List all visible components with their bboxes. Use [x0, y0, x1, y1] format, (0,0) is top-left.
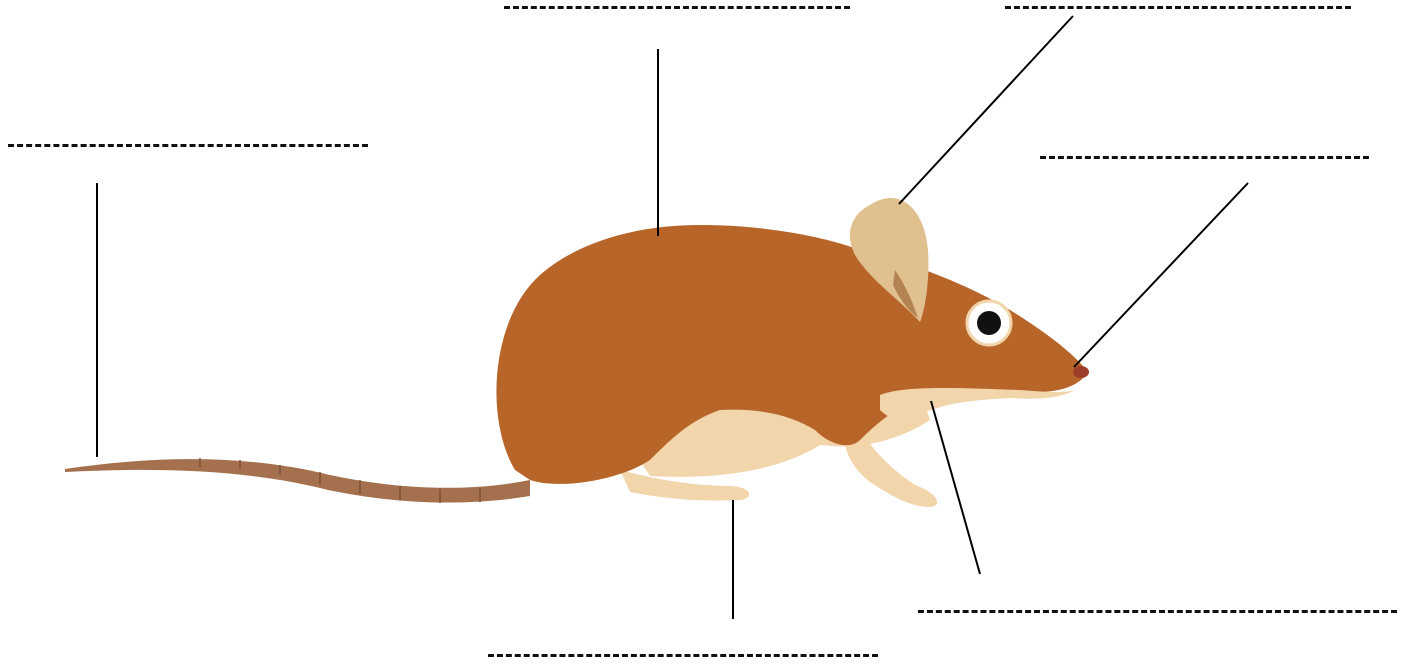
mouse-tail	[65, 459, 530, 502]
blank-upper-right[interactable]	[1040, 156, 1369, 159]
leader-line-lower-right	[931, 401, 980, 574]
mouse-nose	[1073, 366, 1089, 378]
leader-line-top-right	[899, 16, 1073, 204]
leader-line-upper-right	[1074, 183, 1248, 367]
blank-top-right[interactable]	[1005, 6, 1351, 9]
mouse-front-leg	[845, 430, 937, 507]
mouse-chest	[880, 388, 1075, 420]
blank-lower-right[interactable]	[918, 610, 1397, 613]
mouse-eye	[977, 311, 1001, 335]
blank-bottom-center[interactable]	[488, 654, 878, 657]
blank-top-center[interactable]	[504, 6, 850, 9]
blank-upper-left[interactable]	[8, 144, 368, 147]
